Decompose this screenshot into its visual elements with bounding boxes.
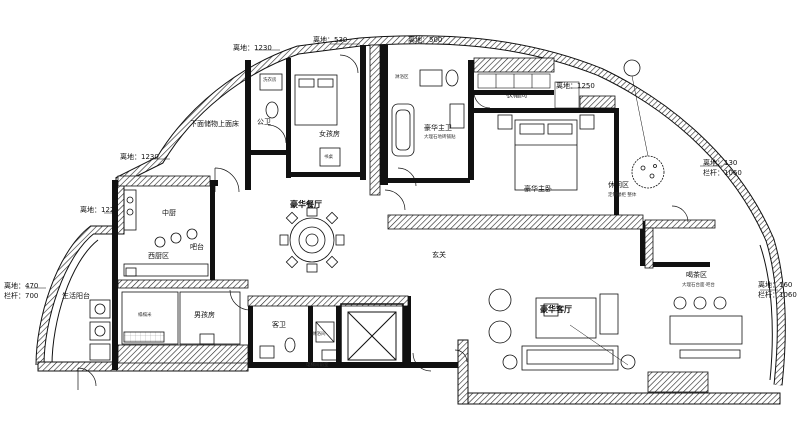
- hatched-walls: [117, 44, 716, 393]
- room-public-bath: 公卫: [257, 118, 271, 126]
- bathtub: [391, 69, 465, 157]
- tea-table: [669, 296, 743, 359]
- room-bar-counter: 吧台: [190, 243, 204, 251]
- dim-1: 离地：1230: [233, 44, 272, 52]
- room-tea-area: 喝茶区: [686, 271, 707, 279]
- room-closet: 衣帽间: [506, 91, 527, 99]
- room-western-kitchen: 西厨区: [148, 252, 169, 260]
- room-tatami: 榻榻米: [138, 313, 152, 318]
- room-boys: 男孩房: [194, 311, 215, 319]
- room-shower: 淋浴间: [312, 332, 326, 337]
- room-living-balcony: 生活阳台: [62, 292, 90, 300]
- master-bed: [497, 114, 595, 191]
- dim-4: 离地：1230: [120, 153, 159, 161]
- kitchen-fixtures: [123, 189, 209, 277]
- dim-12: 栏杆：1060: [758, 291, 797, 299]
- room-dining: 豪华餐厅: [290, 200, 322, 209]
- room-laundry: 洗衣房: [263, 78, 277, 83]
- dim-3: 离地：500: [408, 36, 443, 44]
- interior-walls: [112, 45, 710, 370]
- room-desk: 书桌: [324, 155, 333, 160]
- elevator-shaft: [340, 303, 404, 367]
- room-daughter: 女孩房: [319, 130, 340, 138]
- room-tea-note: 大理石台面·吧台: [682, 283, 715, 288]
- closet-shelves: [477, 73, 580, 109]
- dim-5: 离地：1225: [80, 206, 119, 214]
- bath-fixtures: [259, 73, 339, 361]
- room-living: 豪华客厅: [540, 305, 572, 314]
- boys-room-furniture: [121, 291, 241, 345]
- leader-lines: [26, 43, 778, 291]
- dim-11: 离地：160: [758, 281, 793, 289]
- room-leisure-note: 定制矮柜 整体: [608, 193, 637, 198]
- dim-9: 离地：470: [4, 282, 39, 290]
- room-guest-bath: 客卫: [272, 321, 286, 329]
- living-sofa: [488, 288, 636, 371]
- balcony-fixtures: [89, 299, 111, 361]
- dim-6: 离地：1250: [556, 82, 595, 90]
- dim-10: 栏杆：700: [4, 292, 39, 300]
- dim-7: 离地：130: [703, 159, 738, 167]
- room-foyer: 玄关: [432, 251, 446, 259]
- room-master-bath: 豪华主卫: [424, 124, 452, 132]
- daughter-bed: [294, 74, 341, 167]
- room-electric: 电梯间前室: [306, 363, 329, 368]
- room-leisure: 休闲区: [608, 181, 629, 189]
- room-master-bath-note: 大理石地砖铺贴: [424, 135, 456, 140]
- room-storage-ceiling: 下面储物上面床: [190, 120, 239, 128]
- doors: [77, 54, 689, 390]
- leisure-rug: [623, 59, 665, 189]
- room-kitchen: 中厨: [162, 209, 176, 217]
- dim-8: 栏杆：1060: [703, 169, 742, 177]
- room-shower-top: 淋浴区: [395, 75, 409, 80]
- dining-table: [279, 207, 345, 273]
- room-master-bedroom: 豪华主卧: [524, 185, 552, 193]
- outer-wall: [35, 35, 786, 386]
- dim-2: 离地：530: [313, 36, 348, 44]
